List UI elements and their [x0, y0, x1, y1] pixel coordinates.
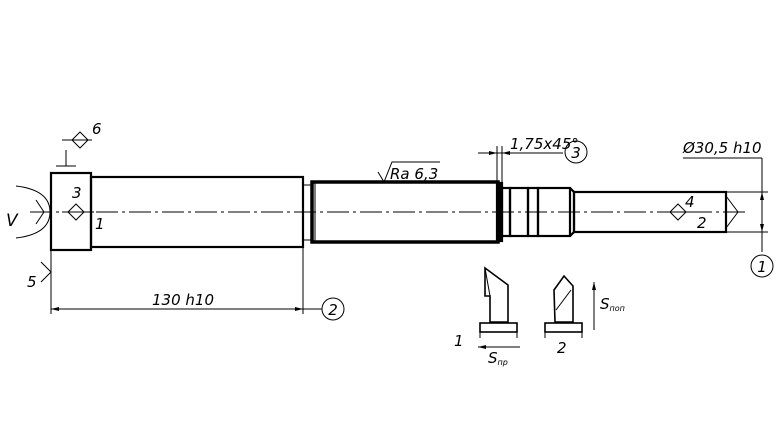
chamfer-dimension: 1,75x45° 3 [478, 135, 588, 186]
diameter-label: Ø30,5 h10 [682, 139, 762, 157]
callout-circle-2 [321, 297, 345, 321]
length-label: 130 h10 [152, 291, 214, 309]
label-3: 3 [72, 184, 82, 202]
locator-3-diamond [67, 203, 85, 221]
callout-circle-3 [564, 140, 588, 164]
feed-cross: Sпоп [600, 295, 625, 313]
length-dimension: 130 h10 2 [50, 247, 345, 321]
locator-5-mark [40, 261, 52, 283]
shaft [49, 171, 728, 252]
callout-1-label: 1 [757, 258, 767, 276]
label-1: 1 [95, 215, 105, 233]
label-5: 5 [27, 273, 37, 291]
diameter-dimension: Ø30,5 h10 1 [682, 139, 774, 278]
tailstock-center-mark [725, 195, 739, 229]
cutting-tool-2: 2 Sпоп [544, 274, 625, 357]
callout-2-label: 2 [328, 301, 338, 319]
shaft-collar-3 [536, 186, 572, 238]
label-6: 6 [92, 120, 102, 138]
feed-longitudinal: Sпр [488, 349, 508, 367]
callout-circle-1 [750, 254, 774, 278]
chamfer-label: 1,75x45° [510, 135, 579, 153]
locator-6-diamond [71, 131, 89, 149]
shaft-end-section [572, 190, 728, 234]
locating-symbols: 6 3 1 V 5 4 2 [6, 120, 739, 291]
label-v: V [6, 211, 19, 231]
roughness-label: Ra 6,3 [390, 165, 438, 183]
rotation-arrow [15, 185, 51, 239]
roughness-symbol [377, 161, 440, 184]
label-4: 4 [685, 193, 695, 211]
callout-3-label: 3 [571, 144, 581, 162]
locator-4-diamond [669, 203, 687, 221]
cutting-tool-1: 1 Sпр [454, 266, 520, 367]
tool-1-label: 1 [454, 332, 464, 350]
label-2: 2 [697, 214, 707, 232]
tool-2-label: 2 [557, 339, 567, 357]
